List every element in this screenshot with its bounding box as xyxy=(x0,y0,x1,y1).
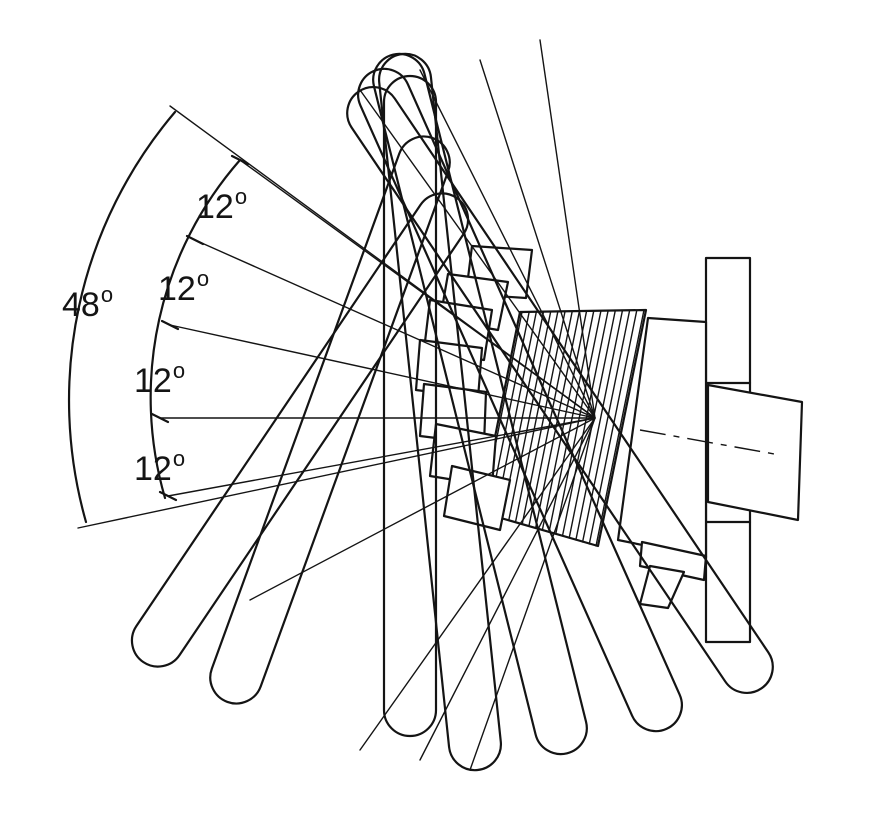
blade-outline xyxy=(382,74,438,738)
angle-dimension xyxy=(67,105,596,529)
angle-label-12-b: 12o xyxy=(158,266,210,308)
bellows-rib xyxy=(575,309,624,541)
angle-label-12-a: 12o xyxy=(196,184,248,226)
ray-line xyxy=(419,417,596,761)
ray-line xyxy=(539,39,596,419)
ray-line xyxy=(194,239,596,419)
motor-housing xyxy=(616,316,804,610)
ray-line xyxy=(249,417,596,601)
bellows-rib xyxy=(555,310,602,535)
bellows-rib xyxy=(588,309,638,545)
blade-outline xyxy=(209,135,451,705)
ray-line xyxy=(359,89,596,419)
ray-line xyxy=(359,417,596,751)
angle-label-12-d: 12o xyxy=(134,446,186,488)
bellows-rib xyxy=(548,310,595,533)
ray-line xyxy=(419,69,596,419)
bellows-rib xyxy=(514,310,559,523)
blade-outline xyxy=(130,192,470,668)
blade-outline xyxy=(357,67,683,733)
bellows-rib xyxy=(541,310,588,531)
ray-line xyxy=(167,417,596,497)
ray-line xyxy=(169,324,596,419)
angle-label-12-c: 12o xyxy=(134,358,186,400)
fan-blades xyxy=(130,52,774,772)
blade-position-rays xyxy=(159,39,596,771)
bellows-rib xyxy=(581,309,631,543)
ray-line xyxy=(469,417,596,771)
bellows-rib xyxy=(595,309,645,547)
angle-label-48: 48o xyxy=(62,282,114,324)
ray-line xyxy=(479,59,596,419)
